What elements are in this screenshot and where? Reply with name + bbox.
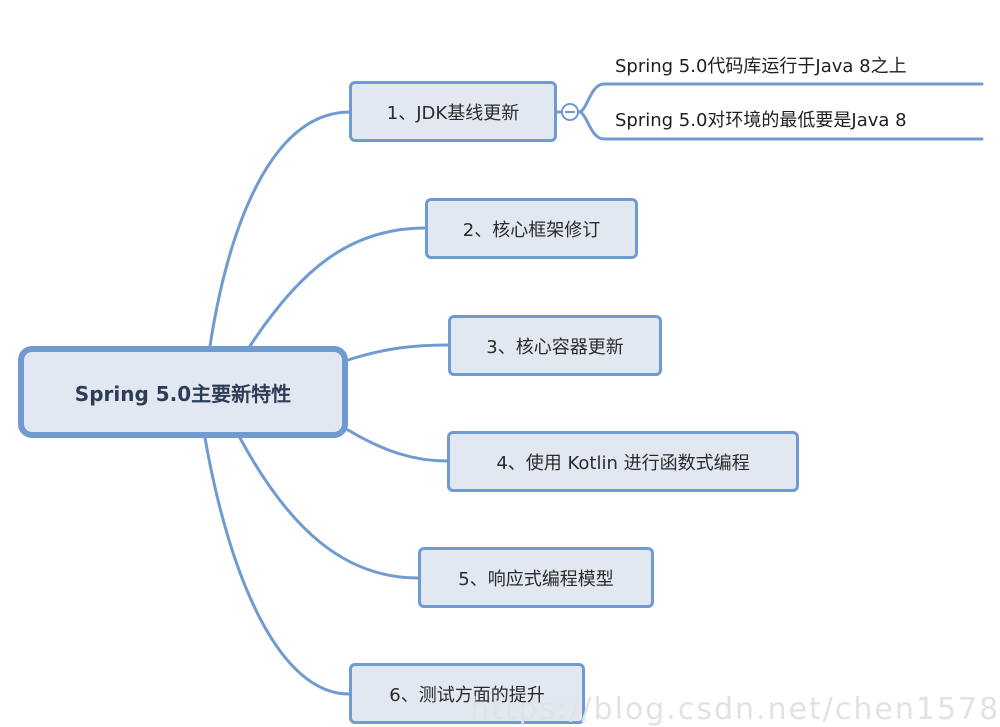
connector-branch-1: [208, 110, 352, 348]
branch-kotlin-functional[interactable]: 4、使用 Kotlin 进行函数式编程: [447, 431, 799, 492]
connector-branch-6: [203, 436, 351, 696]
watermark-text: https://blog.csdn.net/chen1578: [470, 692, 1000, 727]
branch-jdk-baseline[interactable]: 1、JDK基线更新: [349, 81, 557, 142]
branch-testing[interactable]: 6、测试方面的提升: [349, 663, 585, 724]
collapse-icon[interactable]: [561, 103, 579, 121]
connector-branch-4: [346, 428, 449, 463]
central-topic[interactable]: Spring 5.0主要新特性: [18, 346, 348, 438]
connector-branch-5: [238, 436, 420, 580]
connector-branch-2: [248, 226, 427, 348]
connector-branch-3: [346, 343, 450, 362]
subtopic-java8-minimum[interactable]: Spring 5.0对环境的最低要是Java 8: [615, 110, 907, 131]
branch-core-container[interactable]: 3、核心容器更新: [448, 315, 662, 376]
branch-core-framework[interactable]: 2、核心框架修订: [425, 198, 638, 259]
connector-subtopic-2: [577, 110, 984, 141]
branch-reactive-model[interactable]: 5、响应式编程模型: [418, 547, 654, 608]
subtopic-java8-codebase[interactable]: Spring 5.0代码库运行于Java 8之上: [615, 56, 907, 77]
connector-subtopic-1: [577, 82, 984, 114]
